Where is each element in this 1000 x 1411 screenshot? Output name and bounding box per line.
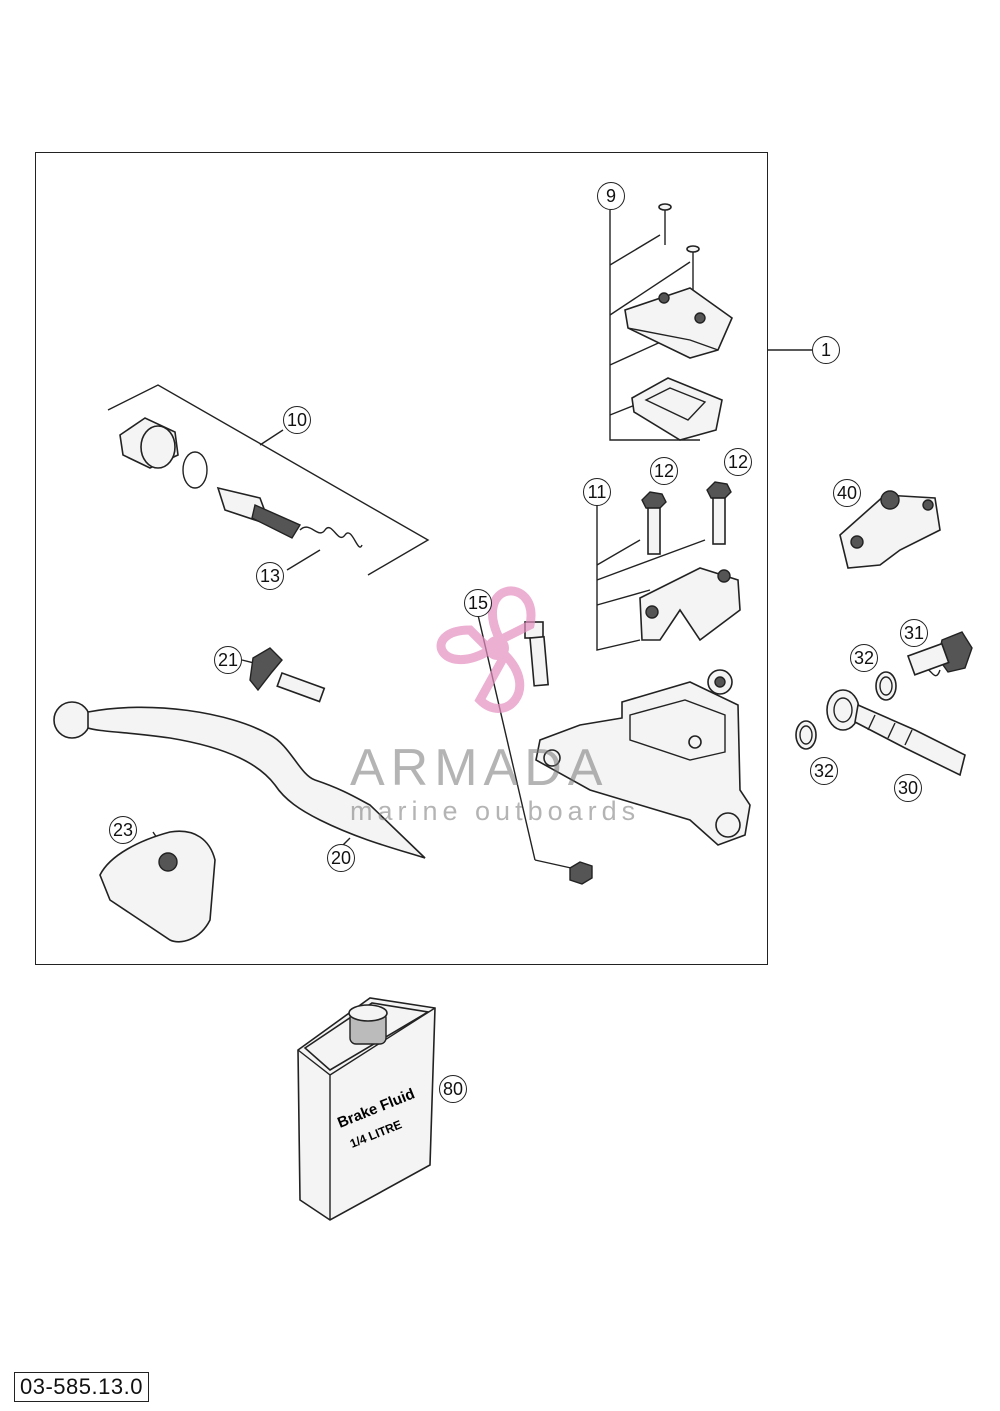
callout-23: 23 (109, 816, 137, 844)
callout-21: 21 (214, 646, 242, 674)
assembly-frame (35, 152, 768, 965)
clamp-with-port (839, 490, 941, 569)
watermark-subtitle: marine outboards (350, 796, 640, 826)
diaphragm (631, 377, 723, 441)
brake-lever (53, 701, 426, 859)
piston-kit (119, 417, 363, 548)
lever-cover (99, 830, 216, 943)
callout-13: 13 (256, 562, 284, 590)
callout-40: 40 (833, 479, 861, 507)
banjo-bolt (906, 631, 973, 677)
diagram-code-label: 03-585.13.0 (14, 1372, 149, 1402)
callout-9: 9 (597, 182, 625, 210)
brake-hose (826, 689, 966, 777)
brake-fluid-can (297, 997, 436, 1221)
watermark-title: ARMADA (350, 739, 608, 797)
callout-80: 80 (439, 1075, 467, 1103)
cover-screws (658, 203, 700, 290)
callout-20: 20 (327, 844, 355, 872)
callout-11: 11 (583, 478, 611, 506)
reservoir-cover (624, 287, 733, 359)
clamp-bolts (641, 481, 732, 555)
propeller-logo (436, 586, 536, 713)
callout-1: 1 (812, 336, 840, 364)
callout-12-left: 12 (650, 457, 678, 485)
callout-15: 15 (464, 589, 492, 617)
watermark: ARMADA marine outboards (350, 586, 640, 826)
callout-32-lower: 32 (810, 757, 838, 785)
bleeder-valve (249, 647, 326, 703)
callout-12-right: 12 (724, 448, 752, 476)
callout-31: 31 (900, 619, 928, 647)
handlebar-clamp (639, 567, 741, 642)
sealing-washers (795, 671, 897, 750)
master-cylinder-body (535, 669, 751, 846)
callout-10: 10 (283, 406, 311, 434)
callout-30: 30 (894, 774, 922, 802)
callout-32-upper: 32 (850, 644, 878, 672)
leader-lines (107, 210, 812, 871)
